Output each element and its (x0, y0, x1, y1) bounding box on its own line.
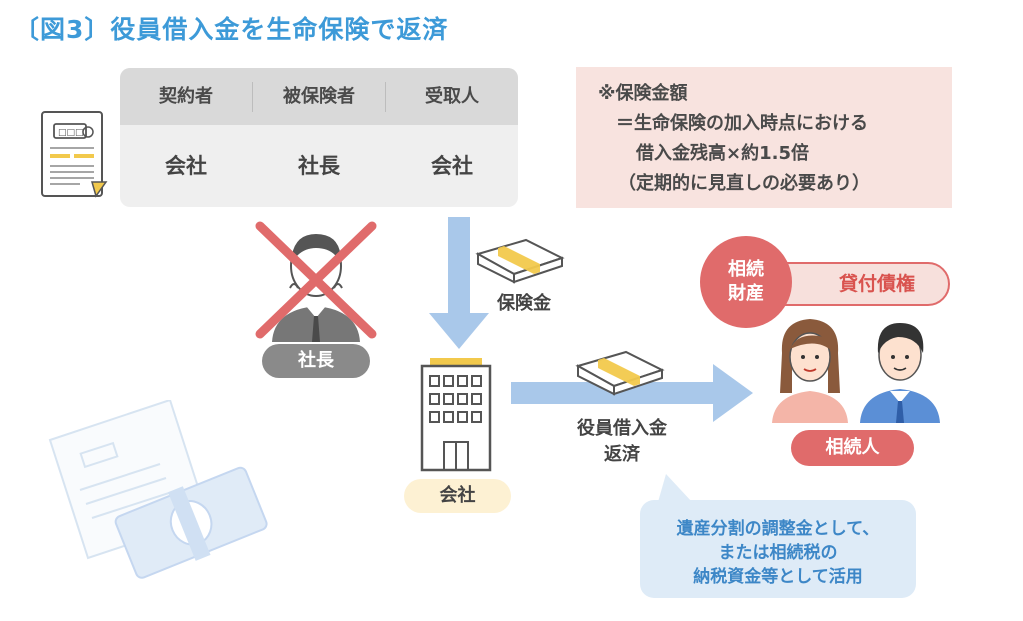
page-title: 〔図3〕役員借入金を生命保険で返済 (14, 15, 449, 44)
header-insured: 被保険者 (283, 86, 355, 107)
bubble-line-2: または相続税の (718, 543, 838, 563)
bubble-line-3: 納税資金等として活用 (693, 567, 863, 587)
repayment-label-line-1: 役員借入金 (577, 418, 667, 439)
decorative-documents-cash-icon (48, 400, 268, 579)
bubble-line-1: 遺産分割の調整金として、 (676, 519, 880, 539)
note-line-4: （定期的に見直しの必要あり） (618, 173, 870, 194)
president-crossed-out-icon (255, 221, 377, 342)
insurance-flow-arrow (429, 217, 489, 349)
note-line-3: 借入金残高×約1.5倍 (636, 143, 809, 164)
money-bundle-icon (575, 350, 665, 396)
repayment-label-line-2: 返済 (604, 444, 640, 465)
heirs-illustration-icon (772, 319, 940, 423)
company-building-icon (420, 358, 492, 472)
estate-line-2: 財産 (728, 283, 764, 304)
insurance-money-label: 保険金 (497, 293, 551, 314)
note-line-2: ＝生命保険の加入時点における (616, 113, 868, 134)
insurance-amount-note: ※保険金額 ＝生命保険の加入時点における 借入金残高×約1.5倍 （定期的に見直… (576, 67, 952, 208)
header-beneficiary: 受取人 (425, 86, 479, 107)
contract-document-icon: □□□ (41, 111, 108, 198)
header-divider (252, 82, 253, 112)
speech-bubble-tail (658, 474, 692, 502)
table-header-row (120, 68, 518, 125)
usage-speech-bubble: 遺産分割の調整金として、 または相続税の 納税資金等として活用 (640, 500, 916, 598)
header-divider (385, 82, 386, 112)
svg-text:□□□: □□□ (58, 128, 84, 138)
estate-line-1: 相続 (728, 259, 764, 280)
company-label: 会社 (404, 479, 511, 513)
inherited-property-badge: 相続 財産 (700, 236, 792, 328)
contract-table: 契約者 被保険者 受取人 会社 社長 会社 (120, 68, 518, 207)
value-insured: 社長 (298, 154, 340, 178)
note-line-1: ※保険金額 (598, 83, 688, 104)
value-beneficiary: 会社 (431, 154, 473, 178)
heirs-label: 相続人 (791, 430, 914, 466)
president-label: 社長 (262, 344, 370, 378)
loan-claim-label: 貸付債権 (838, 273, 915, 295)
money-bundle-icon (475, 238, 565, 284)
header-contractor: 契約者 (159, 86, 213, 107)
value-contractor: 会社 (165, 154, 207, 178)
